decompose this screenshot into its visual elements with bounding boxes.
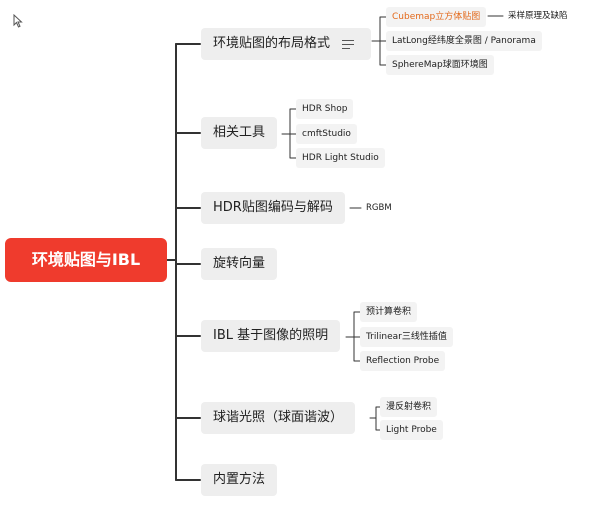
child-spheremap[interactable]: SphereMap球面环境图 <box>386 55 494 75</box>
grandchild-sampling[interactable]: 采样原理及缺陷 <box>508 11 568 21</box>
child-cubemap[interactable]: Cubemap立方体贴图 <box>386 7 487 27</box>
connector-b1-children <box>371 16 387 66</box>
child-cmftstudio[interactable]: cmftStudio <box>296 124 357 144</box>
branch-tools[interactable]: 相关工具 <box>201 117 278 149</box>
child-light-probe[interactable]: Light Probe <box>380 420 443 440</box>
child-rgbm[interactable]: RGBM <box>366 203 392 213</box>
branch-label: 环境贴图的布局格式 <box>213 36 331 51</box>
branch-rotation-vector[interactable]: 旋转向量 <box>201 248 278 280</box>
child-hdr-shop[interactable]: HDR Shop <box>296 99 354 119</box>
mouse-cursor-icon <box>13 14 23 28</box>
connector-b6-children <box>369 406 381 431</box>
root-node[interactable]: 环境贴图与IBL <box>5 238 167 282</box>
child-hdr-light-studio[interactable]: HDR Light Studio <box>296 148 385 168</box>
branch-ibl[interactable]: IBL 基于图像的照明 <box>201 320 341 352</box>
child-diffuse-convolution[interactable]: 漫反射卷积 <box>380 397 438 417</box>
branch-hdr-encoding[interactable]: HDR贴图编码与解码 <box>201 192 345 224</box>
branch-layout-formats[interactable]: 环境贴图的布局格式 <box>201 28 371 60</box>
child-trilinear[interactable]: Trilinear三线性插值 <box>360 327 453 347</box>
child-reflection-probe[interactable]: Reflection Probe <box>360 351 446 371</box>
connector-b2-children <box>281 108 297 159</box>
branch-spherical-harmonics[interactable]: 球谐光照（球面谐波） <box>201 402 356 434</box>
list-menu-icon <box>342 39 355 49</box>
connector-b5-children <box>345 311 361 362</box>
child-latlong[interactable]: LatLong经纬度全景图 / Panorama <box>386 31 542 51</box>
branch-builtin-methods[interactable]: 内置方法 <box>201 464 278 496</box>
child-precompute-convolution[interactable]: 预计算卷积 <box>360 302 418 322</box>
